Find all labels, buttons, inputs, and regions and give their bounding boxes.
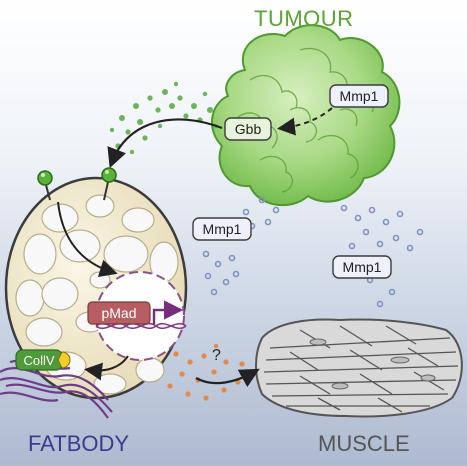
gene-arrow-icon (152, 300, 184, 324)
pmad-label: pMad (101, 305, 136, 321)
unknown-factor-dots (167, 343, 245, 401)
mmp1-tumour-box: Mmp1 (329, 84, 389, 108)
colliv-badge: CollV (15, 349, 71, 371)
lipid-droplets (15, 194, 181, 395)
question-mark: ? (212, 347, 221, 364)
gbb-arrow (107, 118, 223, 169)
receptor-icon (37, 170, 53, 201)
colliv-label: CollV (23, 353, 54, 368)
dashed-arrow (277, 107, 333, 136)
mmp1-left-box: Mmp1 (192, 217, 252, 241)
mmp1-dots (196, 196, 424, 308)
muscle-arrow (195, 368, 260, 388)
gbb-dots (109, 81, 219, 155)
gbb-box: Gbb (224, 117, 272, 141)
tumour-body (210, 24, 401, 206)
fatbody-title: FATBODY (28, 431, 130, 456)
pmad-box: pMad (87, 301, 151, 325)
colliv-arrow (84, 355, 129, 381)
receptor-icon (101, 167, 117, 201)
muscle-title: MUSCLE (318, 431, 410, 456)
tumour-title: TUMOUR (254, 6, 354, 31)
mmp1-right-label: Mmp1 (343, 259, 382, 275)
muscle-nuclei (309, 338, 436, 390)
muscle-fibres (263, 325, 459, 413)
mmp1-left-label: Mmp1 (203, 221, 242, 237)
muscle (255, 318, 463, 418)
muscle-body (255, 318, 463, 418)
tumour (210, 24, 401, 206)
mmp1-tumour-label: Mmp1 (340, 88, 379, 104)
colliv-marker-icon (57, 351, 71, 369)
dna-strand (95, 322, 187, 330)
gbb-label: Gbb (235, 121, 262, 137)
mmp1-right-box: Mmp1 (332, 255, 392, 279)
signal-arrow (57, 201, 118, 278)
